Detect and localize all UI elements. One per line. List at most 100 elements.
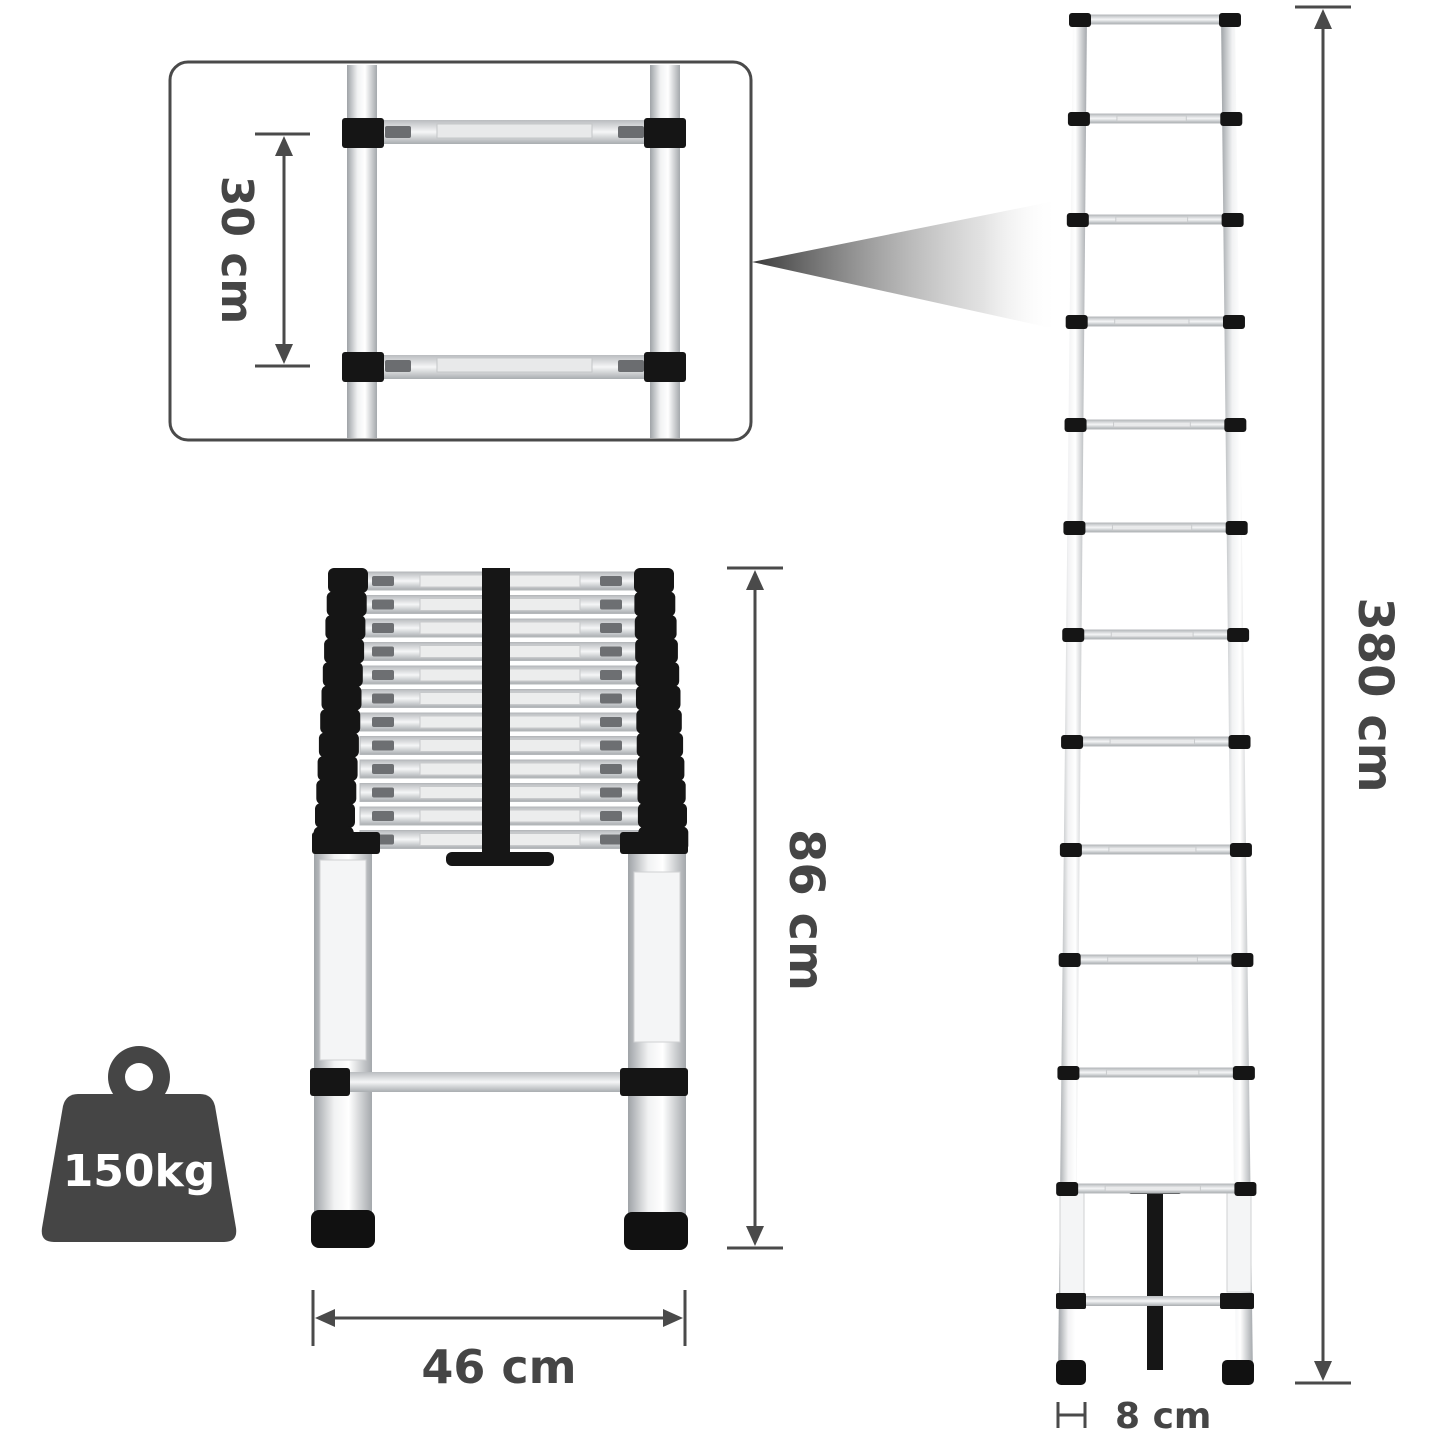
callout-collar [644,118,686,148]
rung-spacing-dimension: 30 cm [211,132,310,368]
extended-rung-label [1116,115,1187,122]
folded-collar [322,662,363,687]
extended-rung-label [1115,216,1189,223]
folded-collar [321,685,362,711]
folded-ladder [310,568,689,1250]
extended-collar [1220,1293,1254,1309]
extended-collar [1234,1182,1257,1196]
folded-rung-pad [372,787,394,798]
extended-foot-right [1222,1360,1254,1385]
folded-rung-pad [372,740,394,751]
extended-rail-left [1058,14,1087,1378]
extended-collar [1218,13,1241,27]
folded-rung-pad [372,623,394,633]
width-dimension: 46 cm [311,1290,687,1394]
extended-rung-label [1105,1069,1200,1076]
folded-rung-pad [372,646,394,657]
folded-foot-left [311,1210,375,1248]
rung-spacing-label: 30 cm [211,176,262,324]
extended-collar [1057,1066,1080,1080]
folded-rung-pad [372,599,394,610]
weight-icon: 150kg [41,1046,237,1242]
rung-depth-label: 8 cm [1115,1396,1211,1433]
folded-collar [316,779,357,805]
extended-warning-sticker [1059,1184,1085,1296]
folded-collar [318,732,359,758]
extended-strap [1147,1188,1163,1370]
folded-rung-pad [372,717,394,727]
extended-collar [1058,953,1081,967]
extended-collar [1064,418,1087,432]
folded-strap [482,568,510,858]
extended-rung-label [1110,631,1194,638]
callout-rung-label [436,357,593,373]
extended-collar [1224,418,1247,432]
folded-collar [635,638,678,664]
folded-collar [636,732,684,758]
folded-rung-pad [600,811,622,821]
extended-collar [1225,521,1248,535]
folded-collar [620,832,688,854]
folded-rung-pad [372,811,394,821]
extended-collar [1056,1293,1086,1309]
folded-collar [320,709,361,734]
folded-rung-pad [600,623,622,633]
callout-collar [342,352,384,382]
extended-collar [1056,1182,1079,1196]
extended-collar [1066,213,1089,227]
folded-rung-pad [600,670,622,680]
folded-collar [317,756,358,781]
extended-collar [1220,112,1243,126]
folded-rung-pad [600,693,622,704]
zoom-callout: 30 cm [168,60,1060,442]
extended-collar [1229,843,1252,857]
extended-collar [1063,521,1086,535]
callout-rung-pad [385,126,411,138]
folded-collar [634,615,677,640]
extended-rung-label [1104,1185,1201,1192]
extended-collar [1221,213,1244,227]
folded-rung-pad [600,787,622,798]
folded-collar [635,662,680,687]
extended-collar [1067,112,1090,126]
callout-frame [168,60,753,442]
folded-collar [637,803,687,828]
width-label: 46 cm [421,1340,576,1394]
extended-pictogram-sticker [1226,1191,1252,1293]
extended-collar [1069,13,1092,27]
extended-collar [1062,628,1085,642]
folded-collar [636,709,682,734]
extended-foot-left [1056,1360,1086,1385]
extended-height-label: 380 cm [1347,597,1403,792]
folded-pictogram-sticker [633,871,681,1043]
folded-collar [310,1068,350,1096]
folded-strap-handle [446,852,554,866]
folded-height-label: 86 cm [778,829,834,991]
extended-collar [1227,628,1250,642]
folded-rung-pad [600,599,622,610]
extended-rung-label [1107,956,1198,963]
extended-bottom-rung [1080,1296,1228,1306]
folded-rung-pad [600,646,622,657]
folded-rung-pad [600,717,622,727]
extended-rung-label [1114,318,1190,325]
folded-rung-pad [600,576,622,586]
rung-depth-dimension: 8 cm [1056,1396,1211,1433]
folded-collar [315,803,355,828]
folded-rung-pad [372,764,394,774]
folded-warning-sticker [319,859,367,1061]
folded-collar [328,568,368,593]
callout-rung-pad [618,360,644,372]
extended-rail-right [1221,14,1253,1378]
extended-collar [1231,953,1254,967]
folded-collar [312,832,380,854]
callout-rung-label [436,123,593,139]
extended-rung-label [1109,738,1196,745]
callout-collar [342,118,384,148]
callout-rung-pad [385,360,411,372]
extended-collar [1228,735,1251,749]
folded-rung-pad [600,764,622,774]
folded-height-dimension: 86 cm [727,566,834,1250]
extended-rung [1082,14,1222,25]
